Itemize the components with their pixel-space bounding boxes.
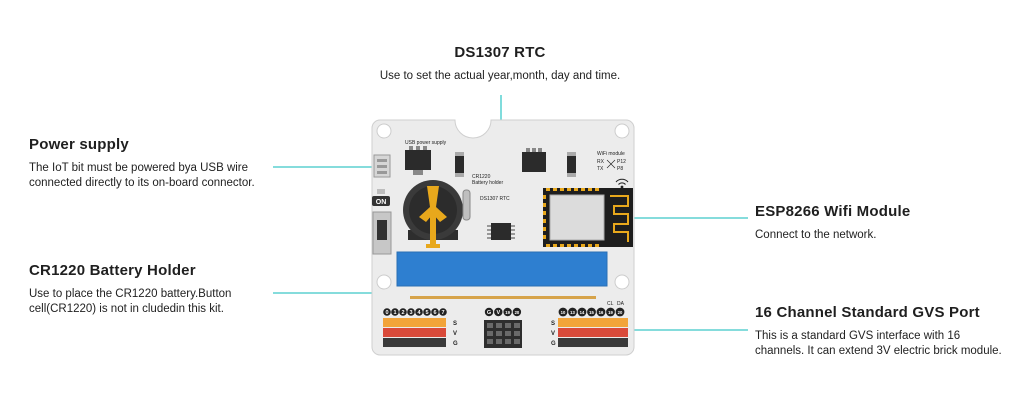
gvs-callout: 16 Channel Standard GVS Port This is a s… xyxy=(755,304,1005,359)
pin-label: G xyxy=(487,310,491,316)
s-label-right: S xyxy=(551,321,555,327)
pin-label: 19 xyxy=(505,310,510,315)
v-label-right: V xyxy=(551,331,555,337)
usb-chip xyxy=(405,150,431,170)
usb-label: USB power supply xyxy=(405,140,447,146)
pin-badge xyxy=(415,308,423,316)
pin-badge xyxy=(512,307,522,317)
board: USB power supply ON CR1220 Battery holde… xyxy=(371,119,635,356)
pin-badge xyxy=(391,308,399,316)
wifi-icon xyxy=(615,178,629,189)
rtc-label: DS1307 RTC xyxy=(480,196,510,202)
battery-holder xyxy=(403,180,463,248)
mount-hole xyxy=(614,274,630,290)
power-desc: The IoT bit must be powered bya USB wire… xyxy=(29,162,255,189)
mount-hole xyxy=(614,123,630,139)
wifi-callout: ESP8266 Wifi Module Connect to the netwo… xyxy=(755,203,1005,243)
pin-badge xyxy=(439,308,447,316)
pin-badge xyxy=(606,307,615,317)
gvs-header-right xyxy=(558,318,628,347)
power-callout: Power supply The IoT bit must be powered… xyxy=(29,136,269,191)
v-label: V xyxy=(453,331,457,337)
on-label: ON xyxy=(376,199,387,206)
mid-header-block xyxy=(484,320,522,348)
pin-label: 5 xyxy=(425,310,428,316)
pin-badge xyxy=(615,307,625,317)
pin-label: 19 xyxy=(608,310,613,315)
wifi-desc: Connect to the network. xyxy=(755,229,877,241)
da-label: DA xyxy=(617,301,625,307)
pin-badge xyxy=(577,307,587,317)
g-label-right: G xyxy=(551,341,556,347)
cl-label: CL xyxy=(607,301,614,307)
right-pin-labels: 10 13 14 15 16 19 20 xyxy=(558,307,625,317)
pin-label: 1 xyxy=(393,310,396,316)
rtc-chip xyxy=(491,223,511,240)
rtc-desc: Use to set the actual year,month, day an… xyxy=(379,70,621,82)
s-label: S xyxy=(453,321,457,327)
pin-label: 10 xyxy=(561,310,566,315)
rx-label: RX xyxy=(597,159,605,165)
pin-label: 3 xyxy=(409,310,412,316)
battery-callout: CR1220 Battery Holder Use to place the C… xyxy=(29,262,279,317)
pin-badge xyxy=(407,308,415,316)
on-badge xyxy=(372,196,390,206)
pin-label: 7 xyxy=(441,310,444,316)
pin-label: 20 xyxy=(618,310,623,315)
wifi-title: ESP8266 Wifi Module xyxy=(755,203,911,220)
battery-desc: Use to place the CR1220 battery.Button c… xyxy=(29,288,232,315)
pin-label: 16 xyxy=(599,310,604,315)
pin-badge xyxy=(423,308,431,316)
rtc-callout: DS1307 RTC Use to set the actual year,mo… xyxy=(340,44,660,84)
pin-badge xyxy=(558,307,568,317)
battery-label-1: CR1220 xyxy=(472,174,491,180)
edge-connector xyxy=(397,252,607,286)
edge-pin-row xyxy=(410,296,596,299)
pin-label: 4 xyxy=(417,310,421,316)
mount-hole xyxy=(376,123,392,139)
wifi-module-label: WiFi module xyxy=(597,151,625,157)
gvs-desc: This is a standard GVS interface with 16… xyxy=(755,330,1002,357)
diode xyxy=(455,156,464,173)
pin-badge xyxy=(596,307,606,317)
p8-label: P8 xyxy=(617,166,623,172)
pin-label: 13 xyxy=(570,310,575,315)
pin-label: 6 xyxy=(433,310,436,316)
pin-badge xyxy=(399,308,407,316)
rtc-title: DS1307 RTC xyxy=(454,44,546,61)
pin-label: 20 xyxy=(515,310,520,315)
pin-badge xyxy=(503,307,512,317)
pin-badge xyxy=(484,307,494,317)
pin-label: 15 xyxy=(589,310,594,315)
pin-badge xyxy=(431,308,439,316)
g-label: G xyxy=(453,341,458,347)
battery-label-2: Battery holder xyxy=(472,180,503,186)
pin-badge xyxy=(587,307,596,317)
regulator-chip xyxy=(522,152,546,172)
crystal xyxy=(462,189,471,221)
esp8266-module xyxy=(543,188,633,247)
pin-label: 2 xyxy=(401,310,404,316)
power-title: Power supply xyxy=(29,136,129,153)
battery-title: CR1220 Battery Holder xyxy=(29,262,196,279)
pin-label: V xyxy=(496,310,500,316)
pin-badge xyxy=(568,307,577,317)
gvs-title: 16 Channel Standard GVS Port xyxy=(755,304,980,321)
pin-label: 14 xyxy=(580,310,585,315)
pin-badge xyxy=(494,307,503,317)
pin-badge xyxy=(383,308,391,316)
mount-hole xyxy=(376,274,392,290)
gvs-header-left xyxy=(383,318,446,347)
tx-label: TX xyxy=(597,166,604,172)
pin-label: 0 xyxy=(385,310,388,316)
p12-label: P12 xyxy=(617,159,626,165)
diode-2 xyxy=(567,156,576,173)
